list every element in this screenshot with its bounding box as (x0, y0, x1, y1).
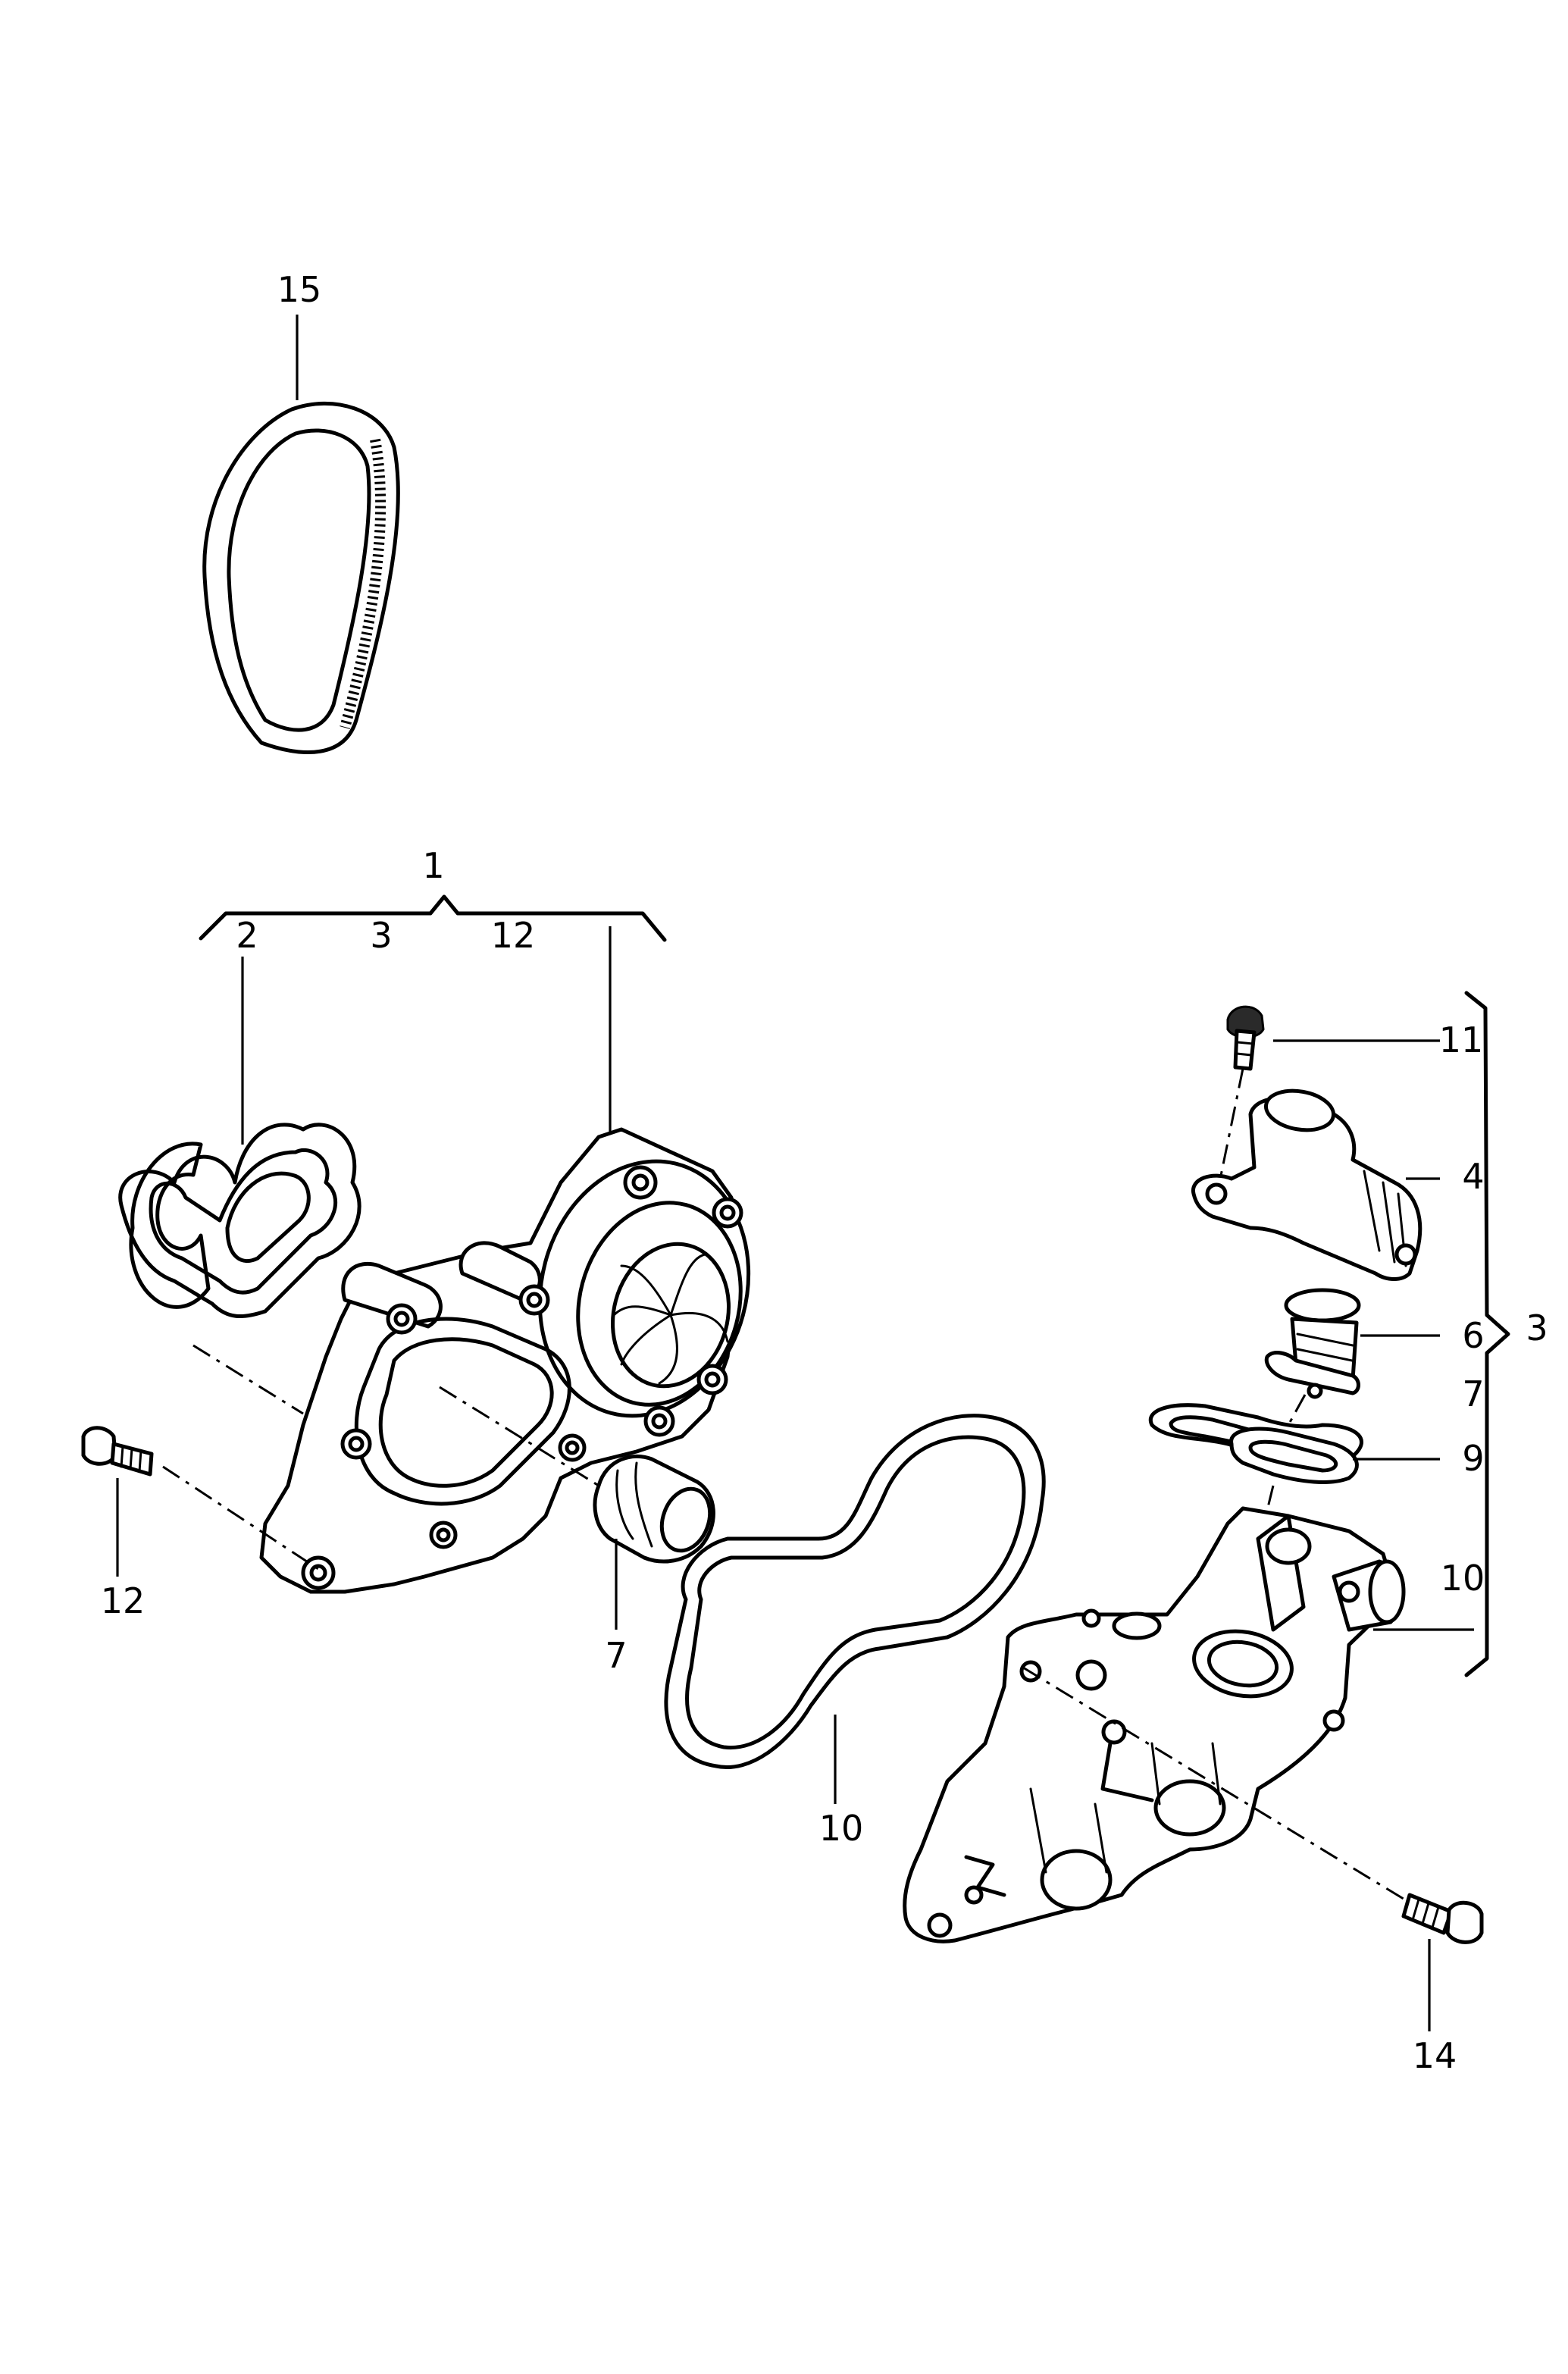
pipe-connector-left (593, 1454, 715, 1630)
bolt-left (81, 1426, 154, 1577)
group-brace-3 (1464, 991, 1510, 1677)
callout-7-right: 7 (1462, 1373, 1484, 1414)
callout-11: 11 (1439, 1019, 1484, 1060)
toothed-belt (202, 315, 400, 754)
callout-1: 1 (422, 845, 444, 886)
callout-3-group: 3 (1526, 1308, 1548, 1348)
kit-bracket (199, 894, 667, 942)
bolt-bottom (1401, 1893, 1484, 2031)
bolt-top (1226, 1005, 1440, 1071)
centerline-thermostat (1287, 1394, 1307, 1426)
callout-12-kit: 12 (491, 915, 536, 956)
centerline-gasket-left (192, 1344, 304, 1415)
callout-3-kit: 3 (370, 915, 392, 956)
centerline-bolt-bottom (1022, 1666, 1410, 1904)
thermostat-housing (903, 1506, 1474, 1943)
callout-14: 14 (1413, 2035, 1457, 2076)
callout-10-mid: 10 (819, 1808, 864, 1849)
centerline-pipe (439, 1386, 599, 1487)
centerline-bolt-left (162, 1465, 319, 1571)
water-pump-housing (259, 926, 751, 1594)
callout-2: 2 (236, 915, 258, 956)
callout-15: 15 (277, 269, 322, 310)
callout-10-right: 10 (1441, 1558, 1485, 1599)
thermostat (1264, 1288, 1440, 1399)
callout-12-left: 12 (101, 1580, 146, 1621)
callout-7-left: 7 (605, 1635, 627, 1676)
gasket-pump-cover (118, 957, 361, 1319)
callout-9: 9 (1462, 1438, 1484, 1479)
callout-6: 6 (1462, 1315, 1484, 1356)
coolant-flange (1191, 1088, 1440, 1281)
callout-4: 4 (1462, 1156, 1484, 1197)
gasket-small (1148, 1403, 1440, 1484)
gasket-large (664, 1414, 1046, 1804)
